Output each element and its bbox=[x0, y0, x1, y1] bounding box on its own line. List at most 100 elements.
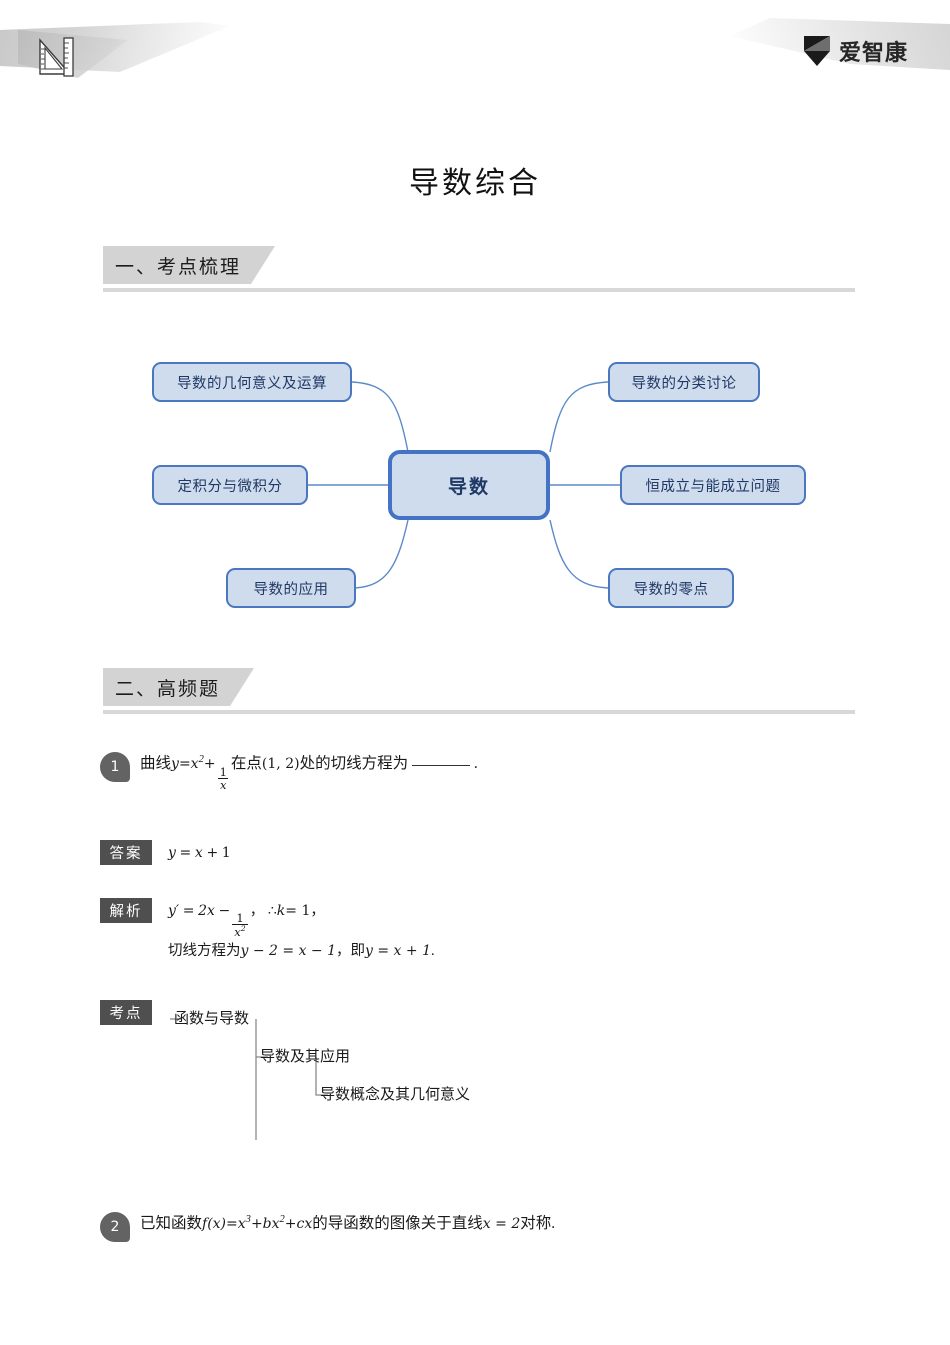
stem-equals: = bbox=[178, 756, 191, 773]
analysis-tangent-prefix: 切线方程为 bbox=[168, 942, 241, 959]
section-header-gaopinti: 二、高频题 bbox=[103, 668, 855, 714]
question-stem-2: 已知函数f(x)=x3+bx2+cx的导函数的图像关于直线x = 2对称. bbox=[140, 1212, 880, 1235]
stem-text-tangent: 处的切线方程为 bbox=[299, 755, 409, 773]
analysis-denominator-base: x bbox=[234, 924, 241, 939]
mindmap-node-left-3[interactable]: 导数的应用 bbox=[226, 568, 356, 608]
keypoints-row: 考点 函数与导数 导数及其应用 导数概念及其几何意义 bbox=[100, 1000, 880, 1140]
stem2-plus-2: + bbox=[284, 1216, 297, 1233]
section-title-1: 一、考点梳理 bbox=[103, 246, 275, 284]
analysis-that-is: ，即 bbox=[336, 942, 366, 959]
answer-tag: 答案 bbox=[100, 840, 152, 865]
keypoints-level-2: 导数及其应用 bbox=[168, 1038, 470, 1076]
mindmap-node-center[interactable]: 导数 bbox=[388, 450, 550, 520]
analysis-period: . bbox=[431, 942, 435, 959]
analysis-tangent-equation-2: y = x + 1 bbox=[365, 942, 431, 959]
stem2-term-x: x bbox=[237, 1216, 246, 1233]
stem-exponent-2: 2 bbox=[198, 754, 204, 765]
section-divider-1 bbox=[103, 288, 855, 292]
answer-var-x: x bbox=[194, 845, 203, 861]
stem2-text-middle: 的导函数的图像关于直线 bbox=[312, 1215, 483, 1233]
stem-text-period: . bbox=[473, 755, 478, 773]
analysis-equals: = bbox=[182, 903, 195, 919]
mindmap-diagram: 导数的几何意义及运算 定积分与微积分 导数的应用 导数 导数的分类讨论 恒成立与… bbox=[130, 340, 830, 630]
analysis-comma-1: ， bbox=[249, 903, 265, 919]
stem2-period: . bbox=[551, 1215, 556, 1233]
answer-var-y: y bbox=[168, 845, 176, 861]
answer-blank[interactable] bbox=[411, 765, 470, 767]
stem2-symmetry-line: x = 2 bbox=[482, 1216, 521, 1233]
answer-equals: = bbox=[179, 845, 192, 861]
analysis-var-k: k bbox=[276, 903, 286, 919]
question-2: 2 已知函数f(x)=x3+bx2+cx的导函数的图像关于直线x = 2对称. bbox=[100, 1212, 880, 1242]
keypoints-level-2-label: 导数及其应用 bbox=[260, 1048, 351, 1065]
analysis-fraction-denominator: x2 bbox=[232, 924, 248, 939]
analysis-minus: − bbox=[218, 903, 231, 919]
analysis-k-value: = 1 bbox=[285, 903, 311, 919]
keypoints-tag: 考点 bbox=[100, 1000, 152, 1025]
connector-right-bottom bbox=[549, 519, 609, 589]
mindmap-node-right-2[interactable]: 恒成立与能成立问题 bbox=[620, 465, 806, 505]
page-header: 爱智康 bbox=[0, 0, 950, 110]
keypoints-tree-lines bbox=[170, 1018, 328, 1140]
stem2-function-fx: f(x) bbox=[202, 1216, 227, 1233]
question-number-badge-2: 2 bbox=[100, 1212, 130, 1242]
stem-var-y: y bbox=[171, 756, 179, 773]
connector-right-top bbox=[549, 381, 609, 453]
stem-text-at: 在点 bbox=[230, 755, 262, 773]
mindmap-node-left-2[interactable]: 定积分与微积分 bbox=[152, 465, 308, 505]
brand-logo: 爱智康 bbox=[803, 35, 908, 67]
mindmap-node-right-1[interactable]: 导数的分类讨论 bbox=[608, 362, 760, 402]
keypoints-level-3-label: 导数概念及其几何意义 bbox=[320, 1086, 471, 1103]
answer-row: 答案 y = x + 1 bbox=[100, 840, 880, 868]
analysis-denominator-exponent: 2 bbox=[240, 924, 246, 934]
page-title: 导数综合 bbox=[409, 167, 541, 200]
connector-left-top bbox=[351, 381, 409, 453]
stem2-exponent-3: 3 bbox=[245, 1214, 251, 1225]
question-number-badge-1: 1 bbox=[100, 752, 130, 782]
question-1-answer: 答案 y = x + 1 bbox=[100, 840, 880, 868]
bowtie-logo-mark bbox=[803, 36, 830, 66]
stem2-exponent-2: 2 bbox=[279, 1214, 285, 1225]
analysis-comma-2: ， bbox=[310, 903, 325, 919]
triangle-ruler-icon bbox=[39, 37, 74, 77]
analysis-line-2: 切线方程为y − 2 = x − 1，即y = x + 1. bbox=[168, 938, 435, 966]
keypoints-level-3: 导数概念及其几何意义 bbox=[168, 1076, 470, 1114]
section-divider-2 bbox=[103, 710, 855, 714]
stem2-equals: = bbox=[226, 1216, 238, 1233]
stem2-term-bx: bx bbox=[262, 1216, 280, 1233]
analysis-fraction-numerator: 1 bbox=[236, 910, 244, 925]
brand-logo-text: 爱智康 bbox=[838, 41, 908, 66]
question-1-keypoints: 考点 函数与导数 导数及其应用 导数概念及其几何意义 bbox=[100, 1000, 880, 1140]
section-header-kaodian: 一、考点梳理 bbox=[103, 246, 855, 292]
stem-point-coordinates: (1, 2) bbox=[261, 756, 300, 773]
keypoints-tree: 函数与导数 导数及其应用 导数概念及其几何意义 bbox=[168, 1000, 470, 1140]
analysis-therefore-symbol: ∴ bbox=[267, 903, 277, 919]
mindmap-node-left-1[interactable]: 导数的几何意义及运算 bbox=[152, 362, 352, 402]
answer-constant: 1 bbox=[221, 845, 231, 861]
section-title-2: 二、高频题 bbox=[103, 668, 254, 706]
stem2-text-prefix: 已知函数 bbox=[140, 1215, 203, 1233]
tree-line-level3 bbox=[315, 1057, 328, 1096]
stem-plus: + bbox=[203, 756, 216, 773]
keypoints-level-1: 函数与导数 bbox=[168, 1000, 470, 1038]
analysis-y-prime: y′ bbox=[168, 903, 180, 919]
stem-text-prefix: 曲线 bbox=[140, 755, 172, 773]
analysis-tag: 解析 bbox=[100, 898, 152, 923]
mindmap-node-right-3[interactable]: 导数的零点 bbox=[608, 568, 734, 608]
stem2-term-cx: cx bbox=[296, 1216, 313, 1233]
analysis-term-2x: 2x bbox=[198, 903, 215, 919]
keypoints-level-1-label: 函数与导数 bbox=[174, 1010, 250, 1027]
stem-var-x-squared: x bbox=[190, 756, 199, 773]
connector-left-bottom bbox=[354, 519, 409, 589]
mindmap-connectors bbox=[308, 381, 620, 589]
answer-plus: + bbox=[206, 845, 219, 861]
answer-content: y = x + 1 bbox=[168, 840, 231, 868]
